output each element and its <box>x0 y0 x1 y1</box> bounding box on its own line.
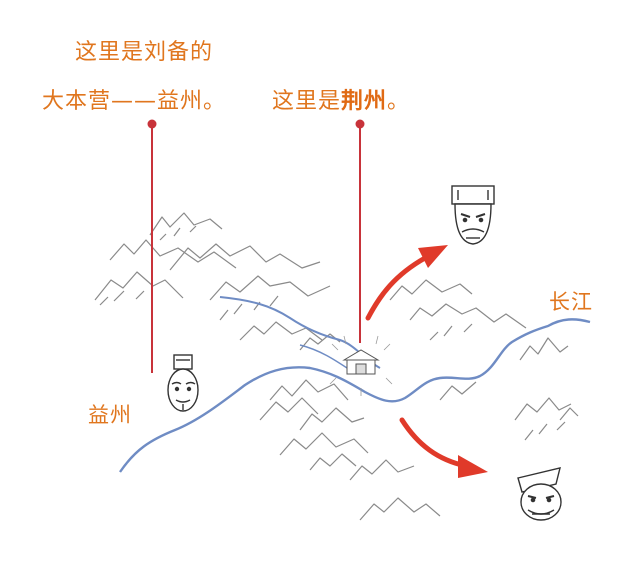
yizhou-pin <box>147 119 157 373</box>
jingzhou-city-icon <box>329 335 393 396</box>
jingzhou-note-emphasis: 荆州 <box>341 89 388 114</box>
arrow-southeast <box>399 417 488 478</box>
changjiang-river <box>119 318 591 473</box>
jingzhou-pin <box>355 119 365 343</box>
jingzhou-note-prefix: 这里是 <box>272 89 342 114</box>
liubei-portrait-icon <box>167 354 199 412</box>
cao-cao-portrait-icon <box>451 185 495 245</box>
jingzhou-note: 这里是荆州。 <box>272 83 410 115</box>
sun-quan-portrait-icon <box>517 467 562 521</box>
tributary-river-branch <box>299 344 351 371</box>
arrow-north <box>365 245 448 321</box>
yizhou-note-line1: 这里是刘备的 <box>75 40 214 65</box>
mountain-range <box>94 212 579 521</box>
jingzhou-note-suffix: 。 <box>387 89 411 114</box>
changjiang-place-label: 长江 <box>549 290 593 314</box>
yizhou-place-label: 益州 <box>88 403 132 427</box>
yizhou-note-line2: 大本营——益州。 <box>42 89 227 114</box>
